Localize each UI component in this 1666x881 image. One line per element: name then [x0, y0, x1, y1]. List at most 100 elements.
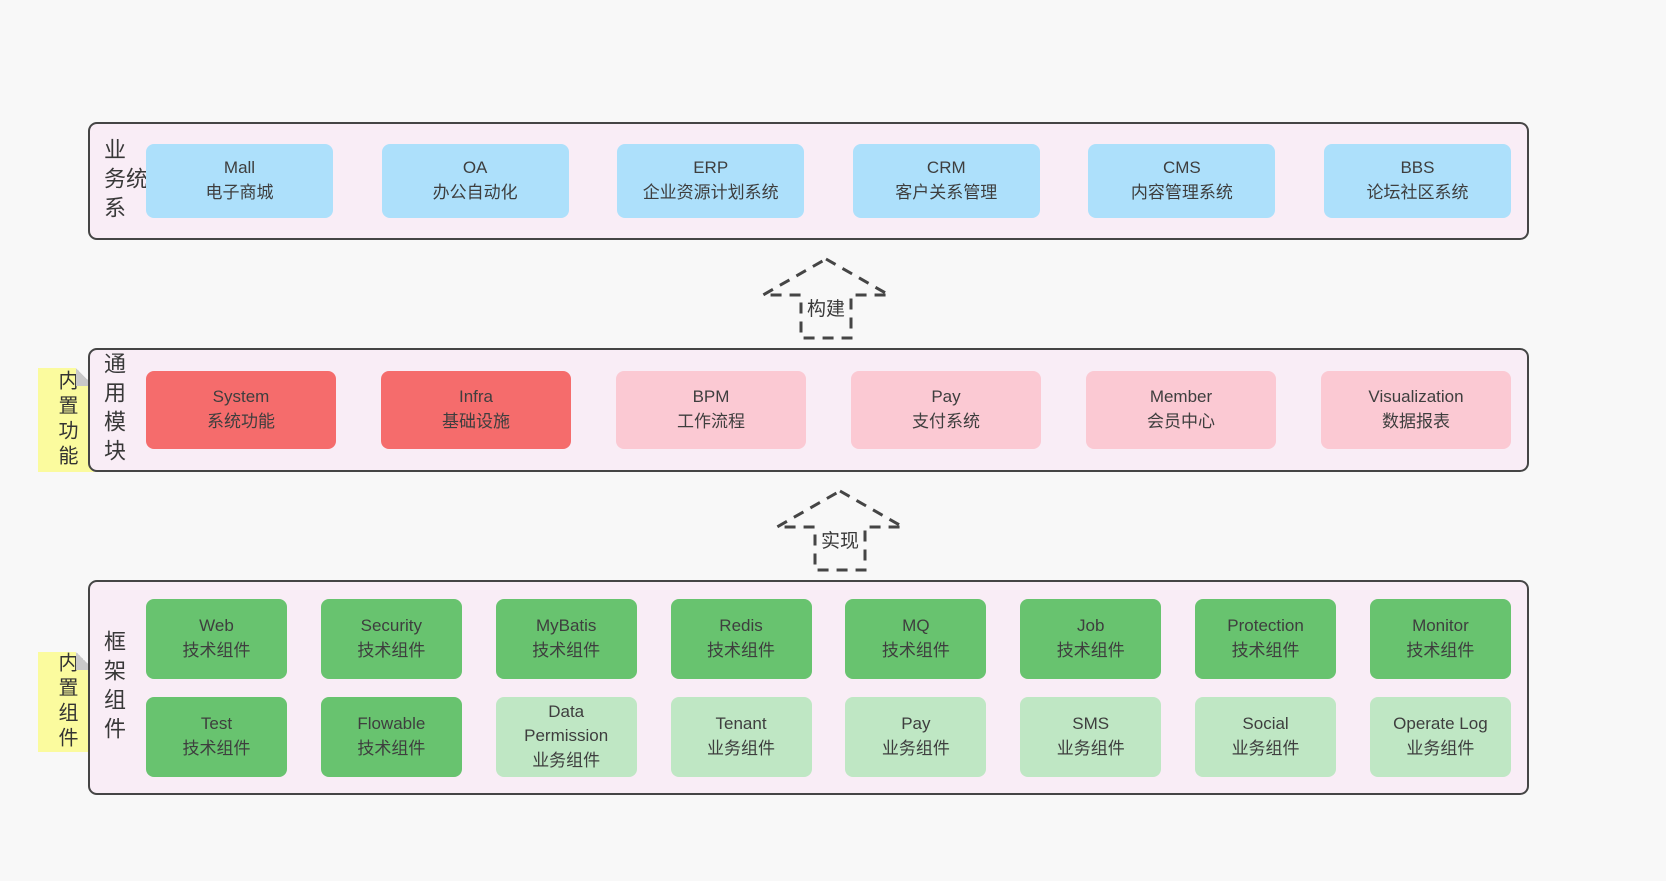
box-title: System	[212, 387, 270, 407]
box-title: Flowable	[357, 713, 426, 733]
box-subtitle: 会员中心	[1147, 412, 1215, 431]
box-title: Mall	[223, 158, 256, 178]
box-oa: OA 办公自动化	[381, 144, 569, 218]
box-subtitle: 工作流程	[677, 412, 745, 431]
box-redis: Redis 技术组件	[670, 598, 812, 679]
layer-business-systems: 业务系统 Mall 电子商城 OA 办公自动化 ERP 企业资源计划系统 CRM…	[88, 122, 1529, 240]
box-title: ERP	[693, 158, 729, 178]
box-title: MQ	[902, 615, 930, 635]
box-system: System 系统功能	[146, 371, 336, 449]
box-infra: Infra 基础设施	[381, 371, 571, 449]
box-title: MyBatis	[535, 615, 597, 635]
arrow-implement: 实现	[772, 486, 908, 574]
box-title: Infra	[458, 387, 494, 407]
box-tenant: Tenant 业务组件	[670, 696, 812, 777]
box-subtitle: 业务组件	[532, 750, 601, 770]
note-built-in-components: 内置组件	[38, 652, 94, 752]
dashed-up-arrow-icon	[772, 489, 908, 572]
box-subtitle: 内容管理系统	[1130, 183, 1233, 202]
component-boxes: Web 技术组件 Security 技术组件 MyBatis 技术组件 Redi…	[146, 598, 1511, 777]
box-title: Tenant	[715, 713, 767, 733]
note-text: 内置功能	[55, 370, 77, 470]
box-web: Web 技术组件	[146, 598, 287, 679]
box-title: CMS	[1162, 158, 1201, 178]
arrow-label: 构建	[803, 294, 849, 321]
box-title: Protection	[1227, 615, 1304, 635]
box-mall: Mall 电子商城	[146, 144, 333, 218]
box-subtitle: 系统功能	[207, 412, 275, 431]
box-title: Web	[199, 615, 234, 635]
box-pay-module: Pay 支付系统	[851, 371, 1041, 449]
box-data-permission: Data Permission 业务组件	[495, 696, 637, 777]
box-test: Test 技术组件	[146, 696, 287, 777]
box-subtitle: 论坛社区系统	[1366, 183, 1469, 202]
box-subtitle: 技术组件	[1056, 640, 1125, 660]
dashed-up-arrow-icon	[758, 257, 894, 340]
layer-framework-components: 框架组件 Web 技术组件 Security 技术组件 MyBatis 技术组件…	[88, 580, 1529, 795]
biz-components-row: Test 技术组件 Flowable 技术组件 Data Permission …	[146, 696, 1511, 777]
box-subtitle: 技术组件	[532, 640, 601, 660]
box-subtitle: 技术组件	[182, 738, 251, 758]
box-erp: ERP 企业资源计划系统	[617, 144, 805, 218]
box-subtitle: 业务组件	[881, 738, 950, 758]
box-title: Member	[1149, 387, 1213, 407]
box-visualization: Visualization 数据报表	[1321, 371, 1511, 449]
note-built-in-features: 内置功能	[38, 368, 94, 472]
box-subtitle: 技术组件	[881, 640, 950, 660]
box-title: Operate Log	[1393, 713, 1488, 733]
box-title: Pay	[901, 713, 931, 733]
arrow-label: 实现	[817, 526, 863, 553]
box-protection: Protection 技术组件	[1195, 598, 1337, 679]
box-mq: MQ 技术组件	[845, 598, 987, 679]
box-bbs: BBS 论坛社区系统	[1323, 144, 1511, 218]
box-subtitle: 技术组件	[1231, 640, 1300, 660]
box-title: BPM	[692, 387, 730, 407]
box-title: CRM	[926, 158, 966, 178]
box-subtitle: 业务组件	[1231, 738, 1300, 758]
box-subtitle: 企业资源计划系统	[642, 183, 779, 202]
box-pay-component: Pay 业务组件	[845, 696, 987, 777]
layer-label: 框架组件	[101, 629, 126, 746]
box-subtitle: 业务组件	[707, 738, 776, 758]
tech-components-row: Web 技术组件 Security 技术组件 MyBatis 技术组件 Redi…	[146, 598, 1511, 679]
box-bpm: BPM 工作流程	[616, 371, 806, 449]
module-boxes-row: System 系统功能 Infra 基础设施 BPM 工作流程 Pay 支付系统…	[146, 371, 1511, 449]
box-subtitle: 业务组件	[1056, 738, 1125, 758]
box-social: Social 业务组件	[1195, 696, 1337, 777]
box-subtitle: 基础设施	[442, 412, 510, 431]
box-title: OA	[462, 158, 488, 178]
box-monitor: Monitor 技术组件	[1369, 598, 1511, 679]
box-title: SMS	[1072, 713, 1110, 733]
box-member: Member 会员中心	[1086, 371, 1276, 449]
business-boxes-row: Mall 电子商城 OA 办公自动化 ERP 企业资源计划系统 CRM 客户关系…	[146, 144, 1511, 218]
box-subtitle: 业务组件	[1406, 738, 1475, 758]
layer-label: 通用模块	[101, 352, 126, 468]
box-title: BBS	[1400, 158, 1435, 178]
layer-common-modules: 通用模块 System 系统功能 Infra 基础设施 BPM 工作流程 Pay…	[88, 348, 1529, 472]
box-mybatis: MyBatis 技术组件	[495, 598, 637, 679]
box-title: Visualization	[1368, 387, 1464, 407]
box-subtitle: 技术组件	[707, 640, 776, 660]
box-subtitle: 办公自动化	[432, 183, 518, 202]
box-sms: SMS 业务组件	[1020, 696, 1162, 777]
note-text: 内置组件	[55, 652, 77, 752]
box-subtitle: 电子商城	[205, 183, 274, 202]
box-subtitle: 客户关系管理	[895, 183, 998, 202]
box-title: Security	[360, 615, 423, 635]
box-title: Monitor	[1412, 615, 1469, 635]
box-subtitle: 技术组件	[357, 738, 426, 758]
box-title: Redis	[719, 615, 763, 635]
box-title: Pay	[931, 387, 961, 407]
box-security: Security 技术组件	[320, 598, 462, 679]
box-job: Job 技术组件	[1020, 598, 1162, 679]
box-cms: CMS 内容管理系统	[1088, 144, 1276, 218]
box-flowable: Flowable 技术组件	[320, 696, 462, 777]
layer-label: 业务系统	[101, 137, 148, 225]
box-subtitle: 技术组件	[1406, 640, 1475, 660]
box-subtitle: 数据报表	[1382, 412, 1450, 431]
box-title: Data Permission	[524, 701, 609, 746]
box-subtitle: 支付系统	[912, 412, 980, 431]
box-subtitle: 技术组件	[357, 640, 426, 660]
box-crm: CRM 客户关系管理	[852, 144, 1040, 218]
